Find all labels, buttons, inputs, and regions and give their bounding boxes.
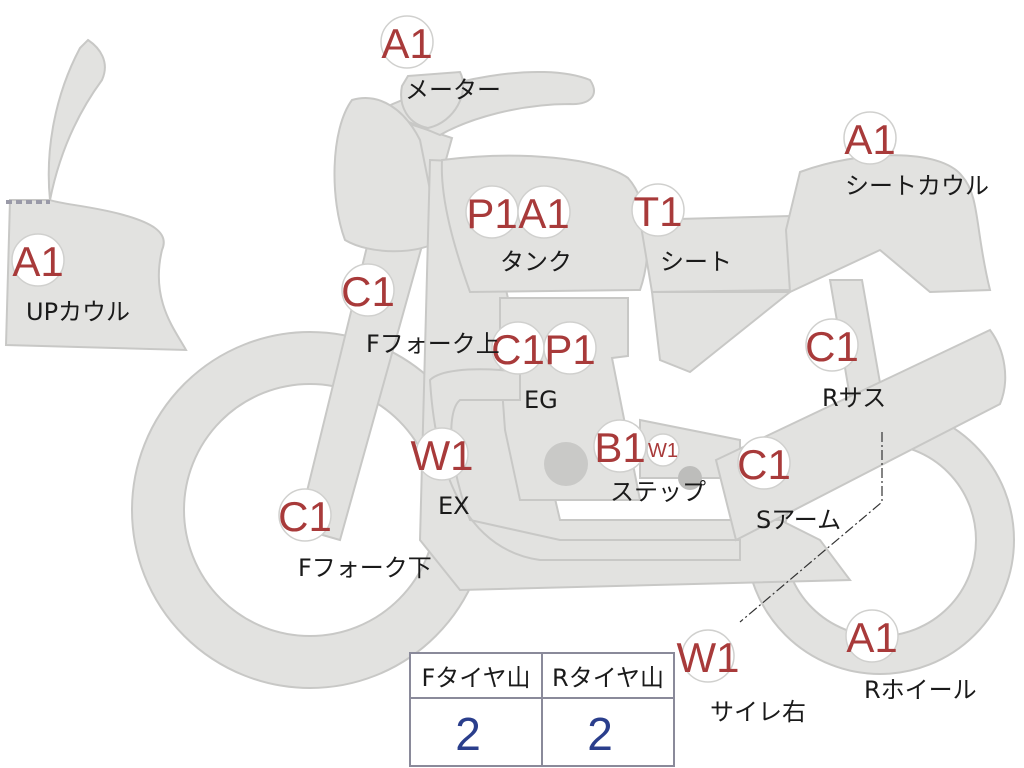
grade-f-fork-upper: C1 [341, 268, 395, 315]
side-cover-shape [650, 291, 793, 374]
tyre-value-rear: 2 [587, 708, 613, 760]
grade-badges: A1 A1 P1 A1 T1 A1 C1 C1 [11, 15, 899, 683]
label-seat-cowl: シートカウル [845, 172, 989, 200]
badge-step-2: W1 [646, 433, 680, 467]
tyre-table: Fタイヤ山 Rタイヤ山 2 2 [409, 652, 675, 767]
grade-silencer-right: W1 [677, 634, 740, 681]
label-f-fork-upper: Fフォーク上 [366, 330, 500, 358]
badge-engine-1: C1 [491, 321, 545, 375]
label-r-suspension: Rサス [822, 384, 886, 412]
grade-r-wheel: A1 [846, 614, 897, 661]
label-tank: タンク [500, 248, 572, 276]
grade-seat-cowl: A1 [844, 116, 895, 163]
badge-f-fork-lower: C1 [278, 488, 332, 542]
grade-up-cowl: A1 [12, 238, 63, 285]
grade-meter: A1 [381, 20, 432, 67]
label-engine: EG [524, 386, 558, 414]
badge-up-cowl: A1 [11, 233, 65, 287]
tyre-header-rear: Rタイヤ山 [552, 664, 664, 692]
swing-arm-shape [714, 328, 1007, 542]
label-silencer-right: サイレ右 [710, 698, 806, 726]
grade-step-1: B1 [594, 424, 645, 471]
badge-step-1: B1 [593, 419, 647, 473]
badge-r-suspension: C1 [805, 318, 859, 372]
grade-r-suspension: C1 [805, 323, 859, 370]
badge-seat: T1 [631, 183, 685, 237]
tyre-value-front: 2 [455, 708, 481, 760]
grade-exhaust: W1 [411, 432, 474, 479]
badge-f-fork-upper: C1 [341, 263, 395, 317]
badge-engine-2: P1 [543, 321, 597, 375]
label-seat: シート [660, 248, 732, 276]
label-r-wheel: Rホイール [864, 676, 977, 704]
badge-tank-1: P1 [465, 185, 519, 239]
grade-seat: T1 [633, 188, 682, 235]
grade-engine-1: C1 [491, 326, 545, 373]
label-meter: メーター [405, 76, 501, 104]
label-exhaust: EX [438, 492, 470, 520]
part-labels: メーター シートカウル タンク シート UPカウル Fフォーク上 EG Rサス … [26, 76, 989, 726]
grade-f-fork-lower: C1 [278, 493, 332, 540]
badge-swing-arm: C1 [737, 436, 791, 490]
grade-engine-2: P1 [544, 326, 595, 373]
label-up-cowl: UPカウル [26, 298, 130, 326]
badge-seat-cowl: A1 [843, 111, 897, 165]
label-step: ステップ [610, 478, 706, 506]
grade-tank-1: P1 [466, 190, 517, 237]
headlight-shape [333, 97, 442, 253]
grade-swing-arm: C1 [737, 441, 791, 488]
exhaust-shape [428, 368, 741, 561]
badge-meter: A1 [380, 15, 434, 69]
badge-silencer-right: W1 [677, 629, 740, 683]
label-swing-arm: Sアーム [756, 506, 841, 534]
silencer-leader-line [739, 432, 883, 623]
badge-tank-2: A1 [517, 185, 571, 239]
meter-shape [400, 70, 465, 130]
step-peg [678, 466, 702, 490]
badge-exhaust: W1 [411, 427, 474, 481]
tyre-header-front: Fタイヤ山 [421, 664, 530, 692]
grade-step-2: W1 [648, 440, 678, 462]
badge-r-wheel: A1 [845, 609, 899, 663]
label-f-fork-lower: Fフォーク下 [298, 554, 432, 582]
grade-tank-2: A1 [518, 190, 569, 237]
engine-cover-circle [544, 442, 588, 486]
